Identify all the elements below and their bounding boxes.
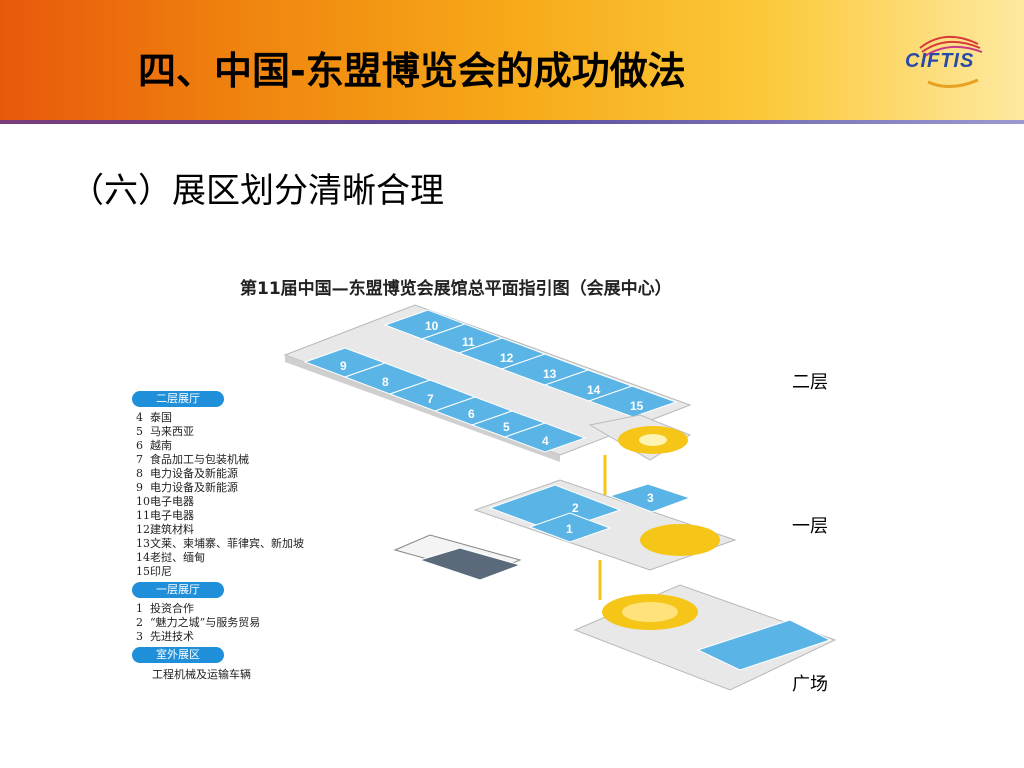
hall-label-7: 7	[427, 392, 434, 406]
hall-label-15: 15	[630, 399, 644, 413]
legend-item-label: 电力设备及新能源	[150, 467, 238, 480]
legend-item: 1 投资合作	[132, 602, 342, 616]
legend-item-label: 越南	[150, 439, 172, 452]
legend-item-number: 11	[136, 509, 150, 522]
hall-label-11: 11	[462, 335, 475, 349]
legend-item-number: 4	[136, 411, 143, 424]
legend-item-number: 13	[136, 537, 150, 550]
slide-title: 四、中国-东盟博览会的成功做法	[138, 49, 686, 93]
floor2-front-halls	[303, 347, 587, 453]
level-label-floor2: 二层	[792, 372, 828, 393]
legend-item: 6 越南	[132, 439, 342, 453]
legend-item-number: 1	[136, 602, 143, 615]
hall-label-6: 6	[468, 407, 475, 421]
legend-item-number: 5	[136, 425, 143, 438]
hall-label-14: 14	[587, 383, 601, 397]
logo-text: CIFTIS	[905, 50, 975, 72]
hall-legend: 二层展厅 4 泰国 5 马来西亚 6 越南 7 食品加工与包装机械 8 电力设备及新能源 9 电力设备…	[132, 388, 342, 683]
legend-item-label: 先进技术	[150, 630, 194, 643]
hall-label-5: 5	[503, 420, 510, 434]
legend-item-label: 电力设备及新能源	[150, 481, 238, 494]
legend-header-floor2: 二层展厅	[132, 391, 224, 407]
legend-item-number: 7	[136, 453, 143, 466]
legend-item-number: 8	[136, 467, 143, 480]
hall-label-12: 12	[500, 351, 514, 365]
hall-label-10: 10	[425, 319, 439, 333]
legend-item-number: 10	[136, 495, 150, 508]
legend-item-number: 14	[136, 551, 150, 564]
legend-item-label: 投资合作	[150, 602, 194, 615]
legend-item-label: 老挝、缅甸	[150, 551, 205, 564]
legend-item: 9 电力设备及新能源	[132, 481, 342, 495]
hall-label-13: 13	[543, 367, 557, 381]
legend-item-label: 电子电器	[150, 509, 194, 522]
hall-label-9: 9	[340, 359, 347, 373]
legend-item-label: 马来西亚	[150, 425, 194, 438]
legend-item-number: 15	[136, 565, 150, 578]
banner-divider	[0, 120, 1024, 124]
legend-item: 3 先进技术	[132, 630, 342, 644]
ciftis-logo-icon	[919, 35, 983, 88]
legend-item-number: 2	[136, 616, 143, 629]
legend-item-label: 电子电器	[150, 495, 194, 508]
hall-label-3: 3	[647, 491, 654, 505]
legend-item-number: 9	[136, 481, 143, 494]
legend-header-outdoor: 室外展区	[132, 647, 224, 663]
legend-item-label: 建筑材料	[150, 523, 194, 536]
level-label-plaza: 广场	[792, 674, 828, 695]
legend-item-number: 6	[136, 439, 143, 452]
hall-1	[528, 512, 612, 543]
hall-label-2: 2	[572, 501, 579, 515]
hall-15	[587, 385, 678, 418]
title-banner	[0, 0, 1024, 120]
legend-item: 4 泰国	[132, 411, 342, 425]
legend-item-label: 泰国	[150, 411, 172, 424]
legend-item-label: “魅力之城”与服务贸易	[150, 616, 261, 629]
section-subtitle: （六）展区划分清晰合理	[70, 171, 444, 211]
legend-item-label: 印尼	[150, 565, 172, 578]
legend-outdoor-item: 工程机械及运输车辆	[152, 668, 251, 681]
hall-label-8: 8	[382, 375, 389, 389]
outdoor-hall	[696, 619, 832, 671]
legend-item: 8 电力设备及新能源	[132, 467, 342, 481]
legend-item: 2 “魅力之城”与服务贸易	[132, 616, 342, 630]
figure-title: 第11届中国—东盟博览会展馆总平面指引图（会展中心）	[240, 279, 672, 299]
floor2-back-halls	[383, 309, 678, 418]
floor1-dome	[640, 524, 720, 556]
legend-item: 5 马来西亚	[132, 425, 342, 439]
hall-3	[608, 483, 692, 513]
hall-4	[503, 422, 587, 453]
legend-item-number: 3	[136, 630, 143, 643]
level-label-floor1: 一层	[792, 516, 828, 537]
legend-item-number: 12	[136, 523, 150, 536]
legend-item-label: 文莱、柬埔寨、菲律宾、新加坡	[150, 537, 304, 550]
hall-label-4: 4	[542, 434, 549, 448]
legend-item: 7 食品加工与包装机械	[132, 453, 342, 467]
legend-header-floor1: 一层展厅	[132, 582, 224, 598]
hall-label-1: 1	[566, 522, 573, 536]
legend-item-label: 食品加工与包装机械	[150, 453, 249, 466]
floor-plan-diagram: 10 11 12 13 14 15 9 8 7 6 5 4 1 2 3	[283, 304, 837, 691]
